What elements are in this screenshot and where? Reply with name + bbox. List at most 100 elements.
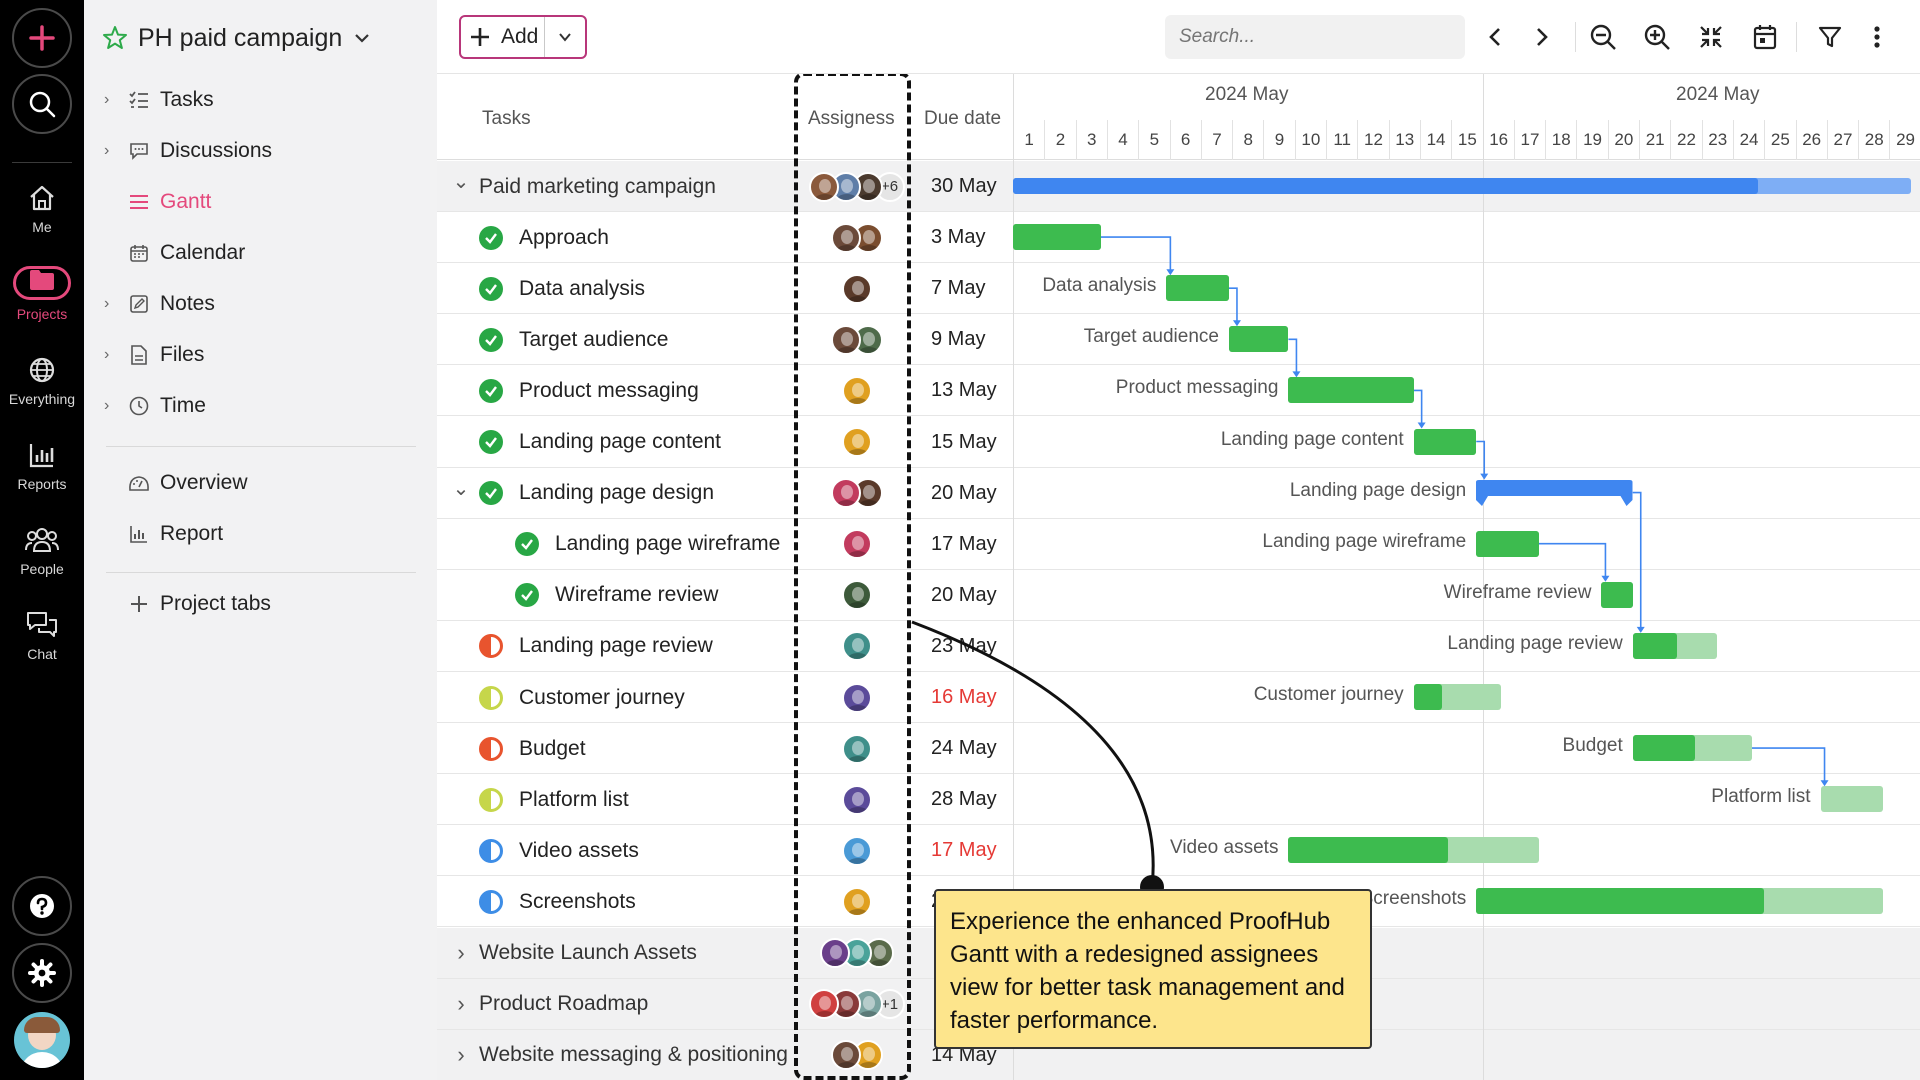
status-progress-icon[interactable] <box>479 787 503 812</box>
due-date[interactable]: 15 May <box>931 430 997 453</box>
assignees-cell[interactable]: +1 <box>794 979 919 1030</box>
due-date[interactable]: 14 May <box>931 1043 997 1066</box>
avatar[interactable] <box>841 631 872 662</box>
parent-task-bar[interactable] <box>1476 479 1633 506</box>
due-date[interactable]: 24 May <box>931 737 997 760</box>
task-name[interactable]: Paid marketing campaign <box>479 174 716 198</box>
rail-item-projects[interactable]: Projects <box>0 266 84 322</box>
assignees-cell[interactable] <box>794 774 919 825</box>
due-date[interactable]: 16 May <box>931 686 997 708</box>
task-name[interactable]: Data analysis <box>519 276 646 300</box>
chevron-right-icon[interactable]: › <box>104 295 110 312</box>
task-row[interactable]: Target audience 9 May <box>437 314 1920 366</box>
task-row[interactable]: ⌄ Landing page design 20 May <box>437 468 1920 519</box>
sidebar-item-tasks[interactable]: › Tasks <box>104 80 214 120</box>
task-name[interactable]: Platform list <box>519 787 629 811</box>
search-input[interactable] <box>1179 26 1439 48</box>
rail-item-people[interactable]: People <box>0 525 84 577</box>
chevron-right-icon[interactable]: › <box>457 940 465 965</box>
avatar[interactable] <box>841 682 872 713</box>
avatar[interactable] <box>841 784 872 815</box>
help-button[interactable] <box>12 876 72 936</box>
task-name[interactable]: Target audience <box>519 327 669 351</box>
sidebar-item-files[interactable]: › Files <box>104 335 204 375</box>
task-name[interactable]: Video assets <box>519 838 639 862</box>
due-date[interactable]: 28 May <box>931 788 997 811</box>
task-name[interactable]: Wireframe review <box>555 583 719 607</box>
task-name[interactable]: Landing page design <box>519 481 715 505</box>
filter-button[interactable] <box>1813 20 1847 54</box>
due-date[interactable]: 30 May <box>931 175 997 197</box>
add-button[interactable]: Add <box>461 17 545 57</box>
avatar[interactable] <box>819 938 850 968</box>
chevron-right-icon[interactable]: › <box>104 346 110 363</box>
avatar[interactable] <box>852 324 883 355</box>
due-date[interactable]: 20 May <box>931 481 997 504</box>
project-switcher[interactable]: PH paid campaign <box>102 22 372 54</box>
zoom-in-button[interactable] <box>1640 20 1674 54</box>
rail-item-me[interactable]: Me <box>0 183 84 235</box>
task-name[interactable]: Website Launch Assets <box>479 941 697 964</box>
completed-check-icon[interactable] <box>479 327 503 352</box>
column-header-assignees[interactable]: Assigness <box>808 108 895 129</box>
assignees-cell[interactable] <box>794 672 919 723</box>
add-dropdown-button[interactable] <box>545 29 585 45</box>
avatar[interactable] <box>841 529 872 560</box>
sidebar-item-gantt[interactable]: Gantt <box>104 182 211 222</box>
global-search-button[interactable] <box>12 74 72 134</box>
task-name[interactable]: Screenshots <box>519 889 636 913</box>
avatar[interactable] <box>841 733 872 764</box>
avatar[interactable] <box>14 1012 70 1068</box>
previous-button[interactable] <box>1479 20 1513 54</box>
completed-check-icon[interactable] <box>479 378 503 403</box>
chevron-right-icon[interactable]: › <box>457 1042 465 1068</box>
assignees-cell[interactable] <box>794 723 919 774</box>
chevron-down-icon[interactable]: ⌄ <box>452 477 470 500</box>
avatar[interactable] <box>830 222 861 253</box>
task-name[interactable]: Website messaging & positioning <box>479 1043 788 1067</box>
due-date[interactable]: 13 May <box>931 379 997 402</box>
status-progress-icon[interactable] <box>479 736 503 761</box>
avatar[interactable] <box>830 324 861 355</box>
task-name[interactable]: Budget <box>519 736 586 760</box>
avatar[interactable] <box>841 835 872 866</box>
sidebar-item-notes[interactable]: › Notes <box>104 284 215 324</box>
sidebar-item-time[interactable]: › Time <box>104 386 206 426</box>
assignees-cell[interactable] <box>794 1030 919 1080</box>
due-date[interactable]: 17 May <box>931 532 997 555</box>
chevron-right-icon[interactable]: › <box>457 991 465 1017</box>
today-button[interactable] <box>1748 20 1782 54</box>
due-date[interactable]: 3 May <box>931 226 986 249</box>
status-progress-icon[interactable] <box>479 889 503 914</box>
more-options-button[interactable] <box>1860 20 1894 54</box>
task-name[interactable]: Landing page review <box>519 634 713 658</box>
due-date[interactable]: 9 May <box>931 328 986 351</box>
rail-item-reports[interactable]: Reports <box>0 440 84 492</box>
status-progress-icon[interactable] <box>479 838 503 863</box>
task-row[interactable]: Approach 3 May <box>437 212 1920 264</box>
sidebar-item-report[interactable]: Report <box>104 514 223 554</box>
status-progress-icon[interactable] <box>479 634 503 659</box>
zoom-out-button[interactable] <box>1586 20 1620 54</box>
assignees-cell[interactable] <box>794 621 919 672</box>
status-progress-icon[interactable] <box>479 685 503 710</box>
sidebar-item-calendar[interactable]: Calendar <box>104 233 245 273</box>
assignees-cell[interactable] <box>794 570 919 621</box>
assignees-cell[interactable] <box>794 928 919 979</box>
assignees-cell[interactable] <box>794 365 919 416</box>
task-row[interactable]: Platform list 28 May <box>437 774 1920 826</box>
assignees-cell[interactable] <box>794 212 919 263</box>
assignees-cell[interactable] <box>794 468 919 519</box>
assignees-cell[interactable] <box>794 519 919 570</box>
task-name[interactable]: Approach <box>519 225 609 249</box>
avatar[interactable] <box>841 273 872 304</box>
assignees-cell[interactable] <box>794 314 919 365</box>
sidebar-item-overview[interactable]: Overview <box>104 463 248 503</box>
star-icon[interactable] <box>102 25 128 51</box>
